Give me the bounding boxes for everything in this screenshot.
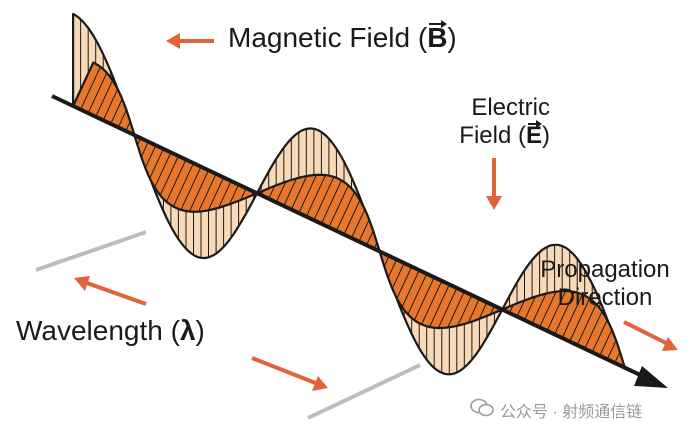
field-hatch-line — [80, 66, 101, 110]
propagation-line1: Propagation — [540, 256, 670, 283]
magnetic-close-paren: ) — [447, 22, 457, 53]
wavelength-arrow-right — [251, 356, 328, 391]
field-hatch-line — [140, 141, 149, 158]
field-hatch-line — [229, 184, 240, 205]
field-hatch-line — [401, 269, 420, 308]
wavelength-guide-left — [35, 230, 147, 272]
field-hatch-line — [569, 298, 591, 342]
electric-field-line2: Field ( — [459, 121, 526, 149]
field-hatch-line — [72, 62, 94, 107]
field-hatch-line — [240, 187, 247, 201]
field-hatch-line — [554, 291, 575, 335]
magnetic-field-text: Magnetic Field ( — [228, 22, 428, 53]
electric-vector-symbol: E — [525, 119, 543, 149]
field-hatch-line — [218, 180, 232, 209]
field-hatch-line — [437, 287, 458, 329]
field-hatch-line — [561, 294, 583, 339]
field-hatch-line — [102, 88, 119, 121]
field-hatch-line — [614, 351, 621, 364]
field-hatch-line — [298, 174, 317, 214]
field-hatch-line — [335, 191, 355, 232]
field-hatch-line — [413, 277, 435, 321]
field-hatch-line — [391, 262, 405, 289]
field-hatch-line — [95, 80, 114, 117]
lambda-symbol: λ — [179, 315, 196, 346]
field-hatch-line — [320, 180, 342, 225]
field-hatch-line — [584, 311, 603, 349]
field-hatch-line — [268, 185, 276, 200]
field-hatch-line — [387, 259, 398, 279]
field-hatch-line — [457, 294, 473, 326]
field-hatch-line — [110, 98, 123, 125]
magnetic-pointer-arrow — [166, 33, 214, 49]
field-hatch-line — [207, 177, 225, 211]
field-hatch-line — [283, 178, 297, 207]
field-hatch-line — [290, 175, 308, 210]
propagation-pointer-arrow — [623, 320, 678, 351]
field-hatch-line — [117, 109, 127, 128]
field-hatch-line — [159, 155, 179, 196]
field-hatch-line — [396, 266, 413, 299]
electric-field-line1: Electric — [471, 94, 550, 121]
field-hatch-line — [328, 185, 349, 228]
wavelength-guide-right — [307, 363, 421, 420]
field-hatch-line — [305, 174, 327, 217]
field-hatch-line — [313, 176, 335, 221]
field-hatch-line — [366, 230, 374, 246]
field-hatch-line — [351, 209, 366, 239]
electric-close-paren: ) — [542, 121, 550, 149]
field-hatch-line — [172, 162, 194, 207]
field-hatch-line — [144, 145, 157, 169]
field-hatch-line — [478, 302, 488, 320]
magnetic-field-label: Magnetic Field (B) — [228, 19, 457, 54]
field-hatch-line — [180, 166, 202, 211]
field-hatch-line — [343, 199, 361, 235]
field-hatch-line — [599, 329, 613, 357]
propagation-line2: Direction — [557, 283, 653, 311]
field-hatch-line — [198, 173, 217, 212]
field-hatch-line — [546, 290, 566, 332]
field-hatch-line — [591, 319, 608, 353]
field-hatch-line — [467, 298, 480, 324]
field-hatch-line — [539, 291, 557, 328]
wavelength-label: Wavelength (λ) — [16, 315, 205, 347]
field-hatch-line — [516, 300, 525, 317]
wavelength-close-paren: ) — [195, 315, 205, 346]
field-hatch-line — [275, 181, 287, 203]
magnetic-vector-symbol: B — [427, 19, 448, 53]
propagation-axis-arrowhead — [634, 366, 668, 388]
field-hatch-line — [165, 159, 187, 202]
electric-field-wave — [72, 61, 626, 369]
electric-pointer-arrow — [486, 158, 502, 210]
wavelength-text: Wavelength ( — [16, 315, 180, 346]
wavelength-arrow-left — [74, 276, 147, 306]
field-hatch-line — [576, 303, 597, 346]
field-hatch-line — [407, 273, 428, 315]
field-hatch-line — [189, 169, 209, 212]
electric-field-label: Electric Field (E) — [400, 94, 550, 149]
field-hatch-line — [358, 219, 370, 242]
field-hatch-line — [531, 293, 547, 324]
field-hatch-line — [87, 72, 108, 114]
field-hatch-line — [524, 296, 536, 321]
field-hatch-line — [429, 284, 450, 328]
field-hatch-line — [606, 340, 617, 360]
propagation-axis — [51, 94, 656, 384]
field-hatch-line — [149, 148, 164, 179]
field-hatch-line — [421, 280, 443, 325]
wechat-icon — [470, 398, 494, 417]
propagation-direction-label: Propagation Direction — [520, 256, 690, 311]
field-hatch-line — [154, 152, 172, 188]
watermark-text: 公众号 · 射频通信链 — [500, 404, 643, 421]
field-hatch-line — [447, 291, 465, 328]
